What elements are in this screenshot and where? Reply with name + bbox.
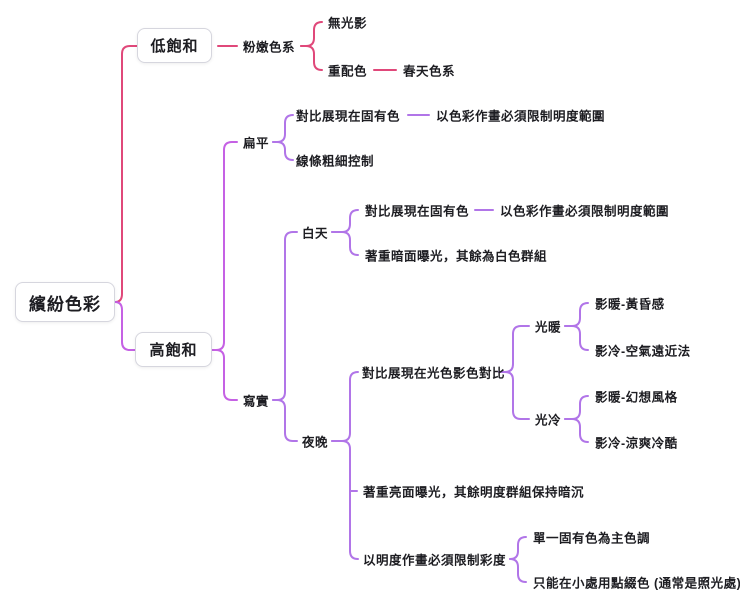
- node-flat-limit-value-range[interactable]: 以色彩作畫必須限制明度範圍: [436, 109, 606, 124]
- node-bright-side-exposure[interactable]: 著重亮面曝光，其餘明度群組保持暗沉: [363, 485, 585, 500]
- node-light-shadow-contrast[interactable]: 對比展現在光色影色對比: [362, 366, 506, 381]
- edge-flat-lineweight: [272, 141, 294, 161]
- node-warm-light[interactable]: 光暖: [535, 320, 562, 335]
- edge-day-darkexposure: [331, 231, 359, 256]
- node-no-lighting[interactable]: 無光影: [328, 16, 368, 31]
- node-pastel-palette[interactable]: 粉嫩色系: [243, 40, 296, 55]
- edge-realistic-daytime: [272, 231, 298, 401]
- node-accent-color[interactable]: 只能在小處用點綴色 (通常是照光處): [533, 576, 740, 591]
- edge-realistic-night: [272, 399, 298, 442]
- node-value-painting[interactable]: 以明度作畫必須限制彩度: [363, 553, 507, 568]
- node-spring-palette[interactable]: 春天色系: [403, 64, 456, 79]
- node-cool-light[interactable]: 光冷: [535, 413, 562, 428]
- edge-root-high-saturation: [114, 301, 136, 351]
- node-day-contrast-local-color[interactable]: 對比展現在固有色: [365, 204, 470, 219]
- edge-warmlight-warmshadow: [564, 302, 589, 327]
- node-high-saturation[interactable]: 高飽和: [135, 332, 212, 367]
- node-warm-light-cool-shadow[interactable]: 影冷-空氣遠近法: [595, 344, 691, 359]
- edge-high-realistic: [211, 349, 238, 401]
- node-flat-contrast-local-color[interactable]: 對比展現在固有色: [296, 109, 401, 124]
- edge-pastel-recolor: [300, 45, 323, 71]
- node-heavy-recolor[interactable]: 重配色: [328, 64, 368, 79]
- node-flat[interactable]: 扁平: [243, 136, 270, 151]
- edge-night-lightshadow: [331, 371, 359, 442]
- node-single-local-color[interactable]: 單一固有色為主色調: [533, 531, 651, 546]
- edge-coollight-coolshadow: [564, 418, 589, 443]
- edge-high-flat: [211, 141, 238, 351]
- edge-pastel-no-lighting: [300, 21, 323, 47]
- node-warm-light-warm-shadow[interactable]: 影暖-黃昏感: [595, 297, 665, 312]
- node-day-limit-value-range[interactable]: 以色彩作畫必須限制明度範圍: [500, 204, 670, 219]
- node-line-weight-control[interactable]: 線條粗細控制: [296, 154, 375, 169]
- edge-flat-contrast: [272, 114, 294, 143]
- edge-day-contrast: [331, 209, 359, 233]
- edge-warmlight-coolshadow: [564, 325, 589, 351]
- edge-value-singlecolor: [509, 536, 527, 560]
- edge-value-accentcolor: [509, 558, 527, 583]
- node-realistic[interactable]: 寫實: [243, 394, 270, 409]
- node-root[interactable]: 繽紛色彩: [15, 282, 115, 322]
- edge-lsc-coollight: [498, 371, 530, 420]
- node-daytime[interactable]: 白天: [302, 226, 329, 241]
- node-cool-light-cool-shadow[interactable]: 影冷-涼爽冷酷: [595, 436, 678, 451]
- node-night[interactable]: 夜晚: [302, 435, 329, 450]
- edge-root-low-saturation: [114, 45, 138, 303]
- edge-night-valuepainting: [331, 440, 359, 560]
- edge-coollight-warmshadow: [564, 395, 589, 420]
- node-low-saturation[interactable]: 低飽和: [137, 28, 212, 63]
- node-dark-side-exposure[interactable]: 著重暗面曝光，其餘為白色群組: [365, 249, 548, 264]
- node-cool-light-warm-shadow[interactable]: 影暖-幻想風格: [595, 390, 678, 405]
